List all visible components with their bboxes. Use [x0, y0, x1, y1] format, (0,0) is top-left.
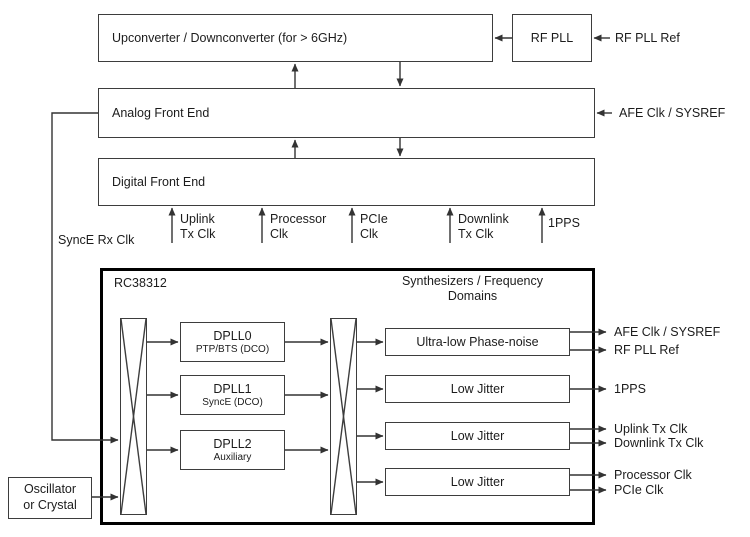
dpll0-block: DPLL0 PTP/BTS (DCO): [180, 322, 285, 362]
afe-clk-sysref-output-label: AFE Clk / SYSREF: [614, 325, 721, 339]
rf-pll-ref-output-label: RF PLL Ref: [614, 343, 679, 357]
low-jitter-block-2: Low Jitter: [385, 422, 570, 450]
dpll2-name-label: DPLL2: [213, 436, 252, 451]
rf-pll-ref-input-label: RF PLL Ref: [615, 31, 680, 45]
synce-rx-clk-label: SyncE Rx Clk: [58, 233, 135, 247]
ultra-low-phase-noise-block: Ultra-low Phase-noise: [385, 328, 570, 356]
chip-title-label: Synthesizers / Frequency Domains: [401, 274, 544, 304]
downlink-tx-clk-input-label: Downlink Tx Clk: [458, 212, 509, 242]
chip-name-label: RC38312: [114, 276, 167, 290]
ultra-low-phase-noise-label: Ultra-low Phase-noise: [416, 335, 539, 349]
dpll0-name-label: DPLL0: [213, 328, 252, 343]
analog-front-end-block: Analog Front End: [98, 88, 595, 138]
output-crossbar: [330, 318, 357, 515]
dpll1-desc-label: SyncE (DCO): [202, 396, 263, 408]
crossbar-x-icon: [331, 319, 356, 514]
upconverter-block: Upconverter / Downconverter (for > 6GHz): [98, 14, 493, 62]
low-jitter-label-3: Low Jitter: [450, 475, 505, 489]
oscillator-block: Oscillator or Crystal: [8, 477, 92, 519]
uplink-tx-clk-output-label: Uplink Tx Clk: [614, 422, 688, 436]
dpll1-block: DPLL1 SyncE (DCO): [180, 375, 285, 415]
analog-front-end-label: Analog Front End: [112, 106, 210, 120]
low-jitter-block-1: Low Jitter: [385, 375, 570, 403]
dpll2-desc-label: Auxiliary: [213, 451, 252, 463]
digital-front-end-block: Digital Front End: [98, 158, 595, 206]
low-jitter-label-1: Low Jitter: [450, 382, 505, 396]
rf-pll-block: RF PLL: [512, 14, 592, 62]
crossbar-x-icon: [121, 319, 146, 514]
pcie-clk-output-label: PCIe Clk: [614, 483, 664, 497]
one-pps-output-label: 1PPS: [614, 382, 646, 396]
rf-pll-label: RF PLL: [530, 31, 574, 45]
processor-clk-output-label: Processor Clk: [614, 468, 692, 482]
low-jitter-label-2: Low Jitter: [450, 429, 505, 443]
digital-front-end-label: Digital Front End: [112, 175, 206, 189]
dpll0-desc-label: PTP/BTS (DCO): [195, 343, 270, 355]
dpll2-block: DPLL2 Auxiliary: [180, 430, 285, 470]
afe-clk-sysref-input-label: AFE Clk / SYSREF: [619, 106, 726, 120]
low-jitter-block-3: Low Jitter: [385, 468, 570, 496]
upconverter-label: Upconverter / Downconverter (for > 6GHz): [112, 31, 348, 45]
one-pps-input-label: 1PPS: [548, 216, 580, 230]
uplink-tx-clk-input-label: Uplink Tx Clk: [180, 212, 216, 242]
input-crossbar: [120, 318, 147, 515]
downlink-tx-clk-output-label: Downlink Tx Clk: [614, 436, 704, 450]
pcie-clk-input-label: PCIe Clk: [360, 212, 388, 242]
dpll1-name-label: DPLL1: [213, 381, 252, 396]
processor-clk-input-label: Processor Clk: [270, 212, 327, 242]
oscillator-label: Oscillator or Crystal: [23, 482, 77, 512]
